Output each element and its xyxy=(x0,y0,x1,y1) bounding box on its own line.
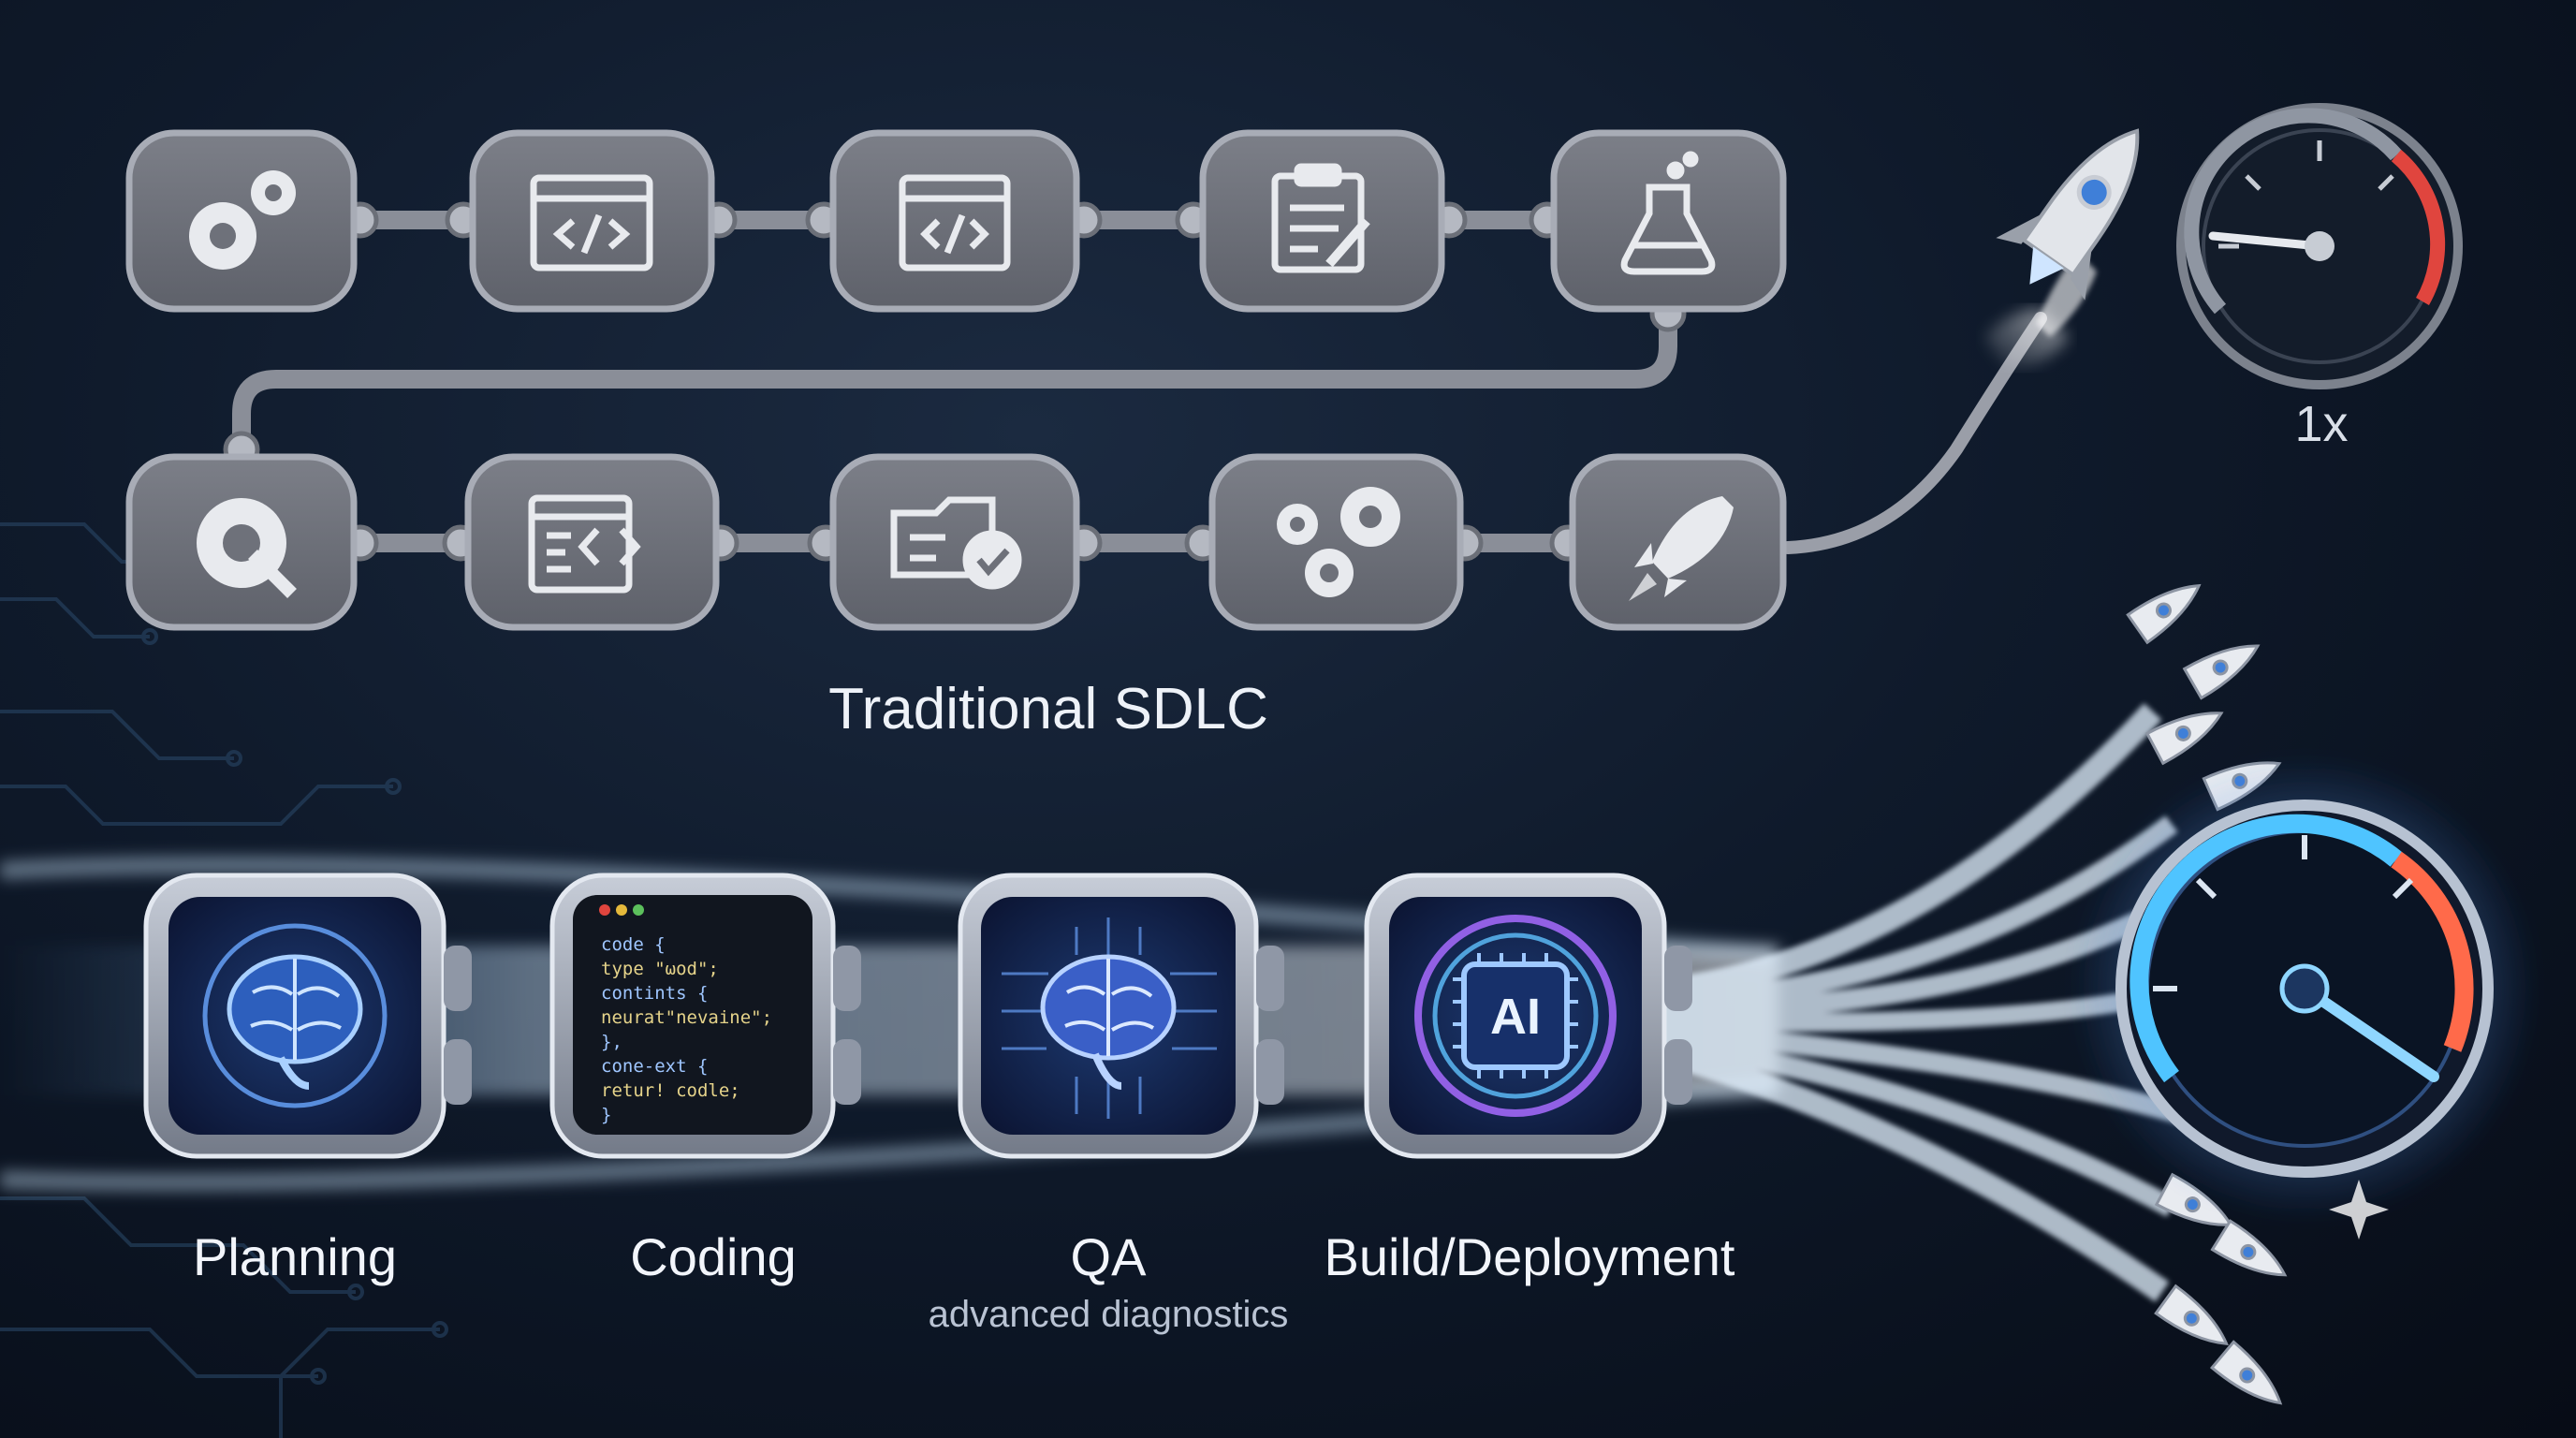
trad-step-4 xyxy=(1199,129,1445,313)
speed-label-1x: 1x xyxy=(2294,396,2349,452)
code-line: } xyxy=(601,1105,611,1125)
speed-gauge-accelerated xyxy=(2071,755,2539,1240)
flask-icon xyxy=(1620,151,1716,275)
trad-step-9 xyxy=(1208,453,1464,631)
ai-stage-qa xyxy=(958,873,1284,1159)
rocket-icon xyxy=(1629,496,1734,601)
trad-step-5 xyxy=(1550,129,1787,313)
circuit-background xyxy=(0,522,448,1438)
trad-step-6 xyxy=(125,453,358,631)
code-line: cone-ext { xyxy=(601,1056,708,1077)
code-window-icon xyxy=(899,174,1011,271)
trad-step-8 xyxy=(829,453,1080,631)
code-line: type "ωod"; xyxy=(601,959,719,979)
gear-wrench-icon xyxy=(197,498,297,598)
stage-label-coding: Coding xyxy=(630,1227,797,1286)
trad-step-10 xyxy=(1569,453,1787,631)
trad-step-7 xyxy=(464,453,720,631)
folder-check-icon xyxy=(890,496,1022,590)
ai-stage-coding: code { type "ωod"; contints { neurat"nev… xyxy=(549,873,861,1159)
traditional-sdlc-title: Traditional SDLC xyxy=(828,677,1268,741)
window-dots-icon xyxy=(599,904,644,916)
brain-icon xyxy=(202,923,388,1108)
code-document-icon xyxy=(528,494,641,594)
ai-chip-label: AI xyxy=(1490,989,1541,1045)
circuit-brain-icon xyxy=(1002,917,1217,1119)
code-line: contints { xyxy=(601,983,708,1004)
speed-gauge-1x xyxy=(2176,103,2463,389)
stage-sublabel-qa: advanced diagnostics xyxy=(928,1294,1289,1335)
stage-label-planning: Planning xyxy=(193,1227,397,1286)
ai-chip-icon: AI xyxy=(1414,915,1617,1117)
code-line: neurat"nevaine"; xyxy=(601,1007,772,1028)
ai-stage-planning xyxy=(143,873,472,1159)
trad-step-2 xyxy=(469,129,715,313)
stage-label-build-deployment: Build/Deployment xyxy=(1324,1227,1735,1286)
code-editor-icon: code { type "ωod"; contints { neurat"nev… xyxy=(601,934,772,1125)
ai-stage-build-deployment: AI xyxy=(1364,873,1692,1159)
clipboard-pencil-icon xyxy=(1271,163,1370,273)
code-line: retur! codle; xyxy=(601,1080,740,1101)
trad-step-3 xyxy=(829,129,1080,313)
rocket-icon xyxy=(1984,128,2140,367)
trad-step-1 xyxy=(125,129,358,313)
code-line: }, xyxy=(601,1032,622,1052)
gears-icon xyxy=(189,170,296,270)
code-window-icon xyxy=(530,174,653,271)
code-line: code { xyxy=(601,934,666,955)
gears-icon xyxy=(1277,487,1400,597)
stage-label-qa: QA xyxy=(1070,1227,1147,1286)
